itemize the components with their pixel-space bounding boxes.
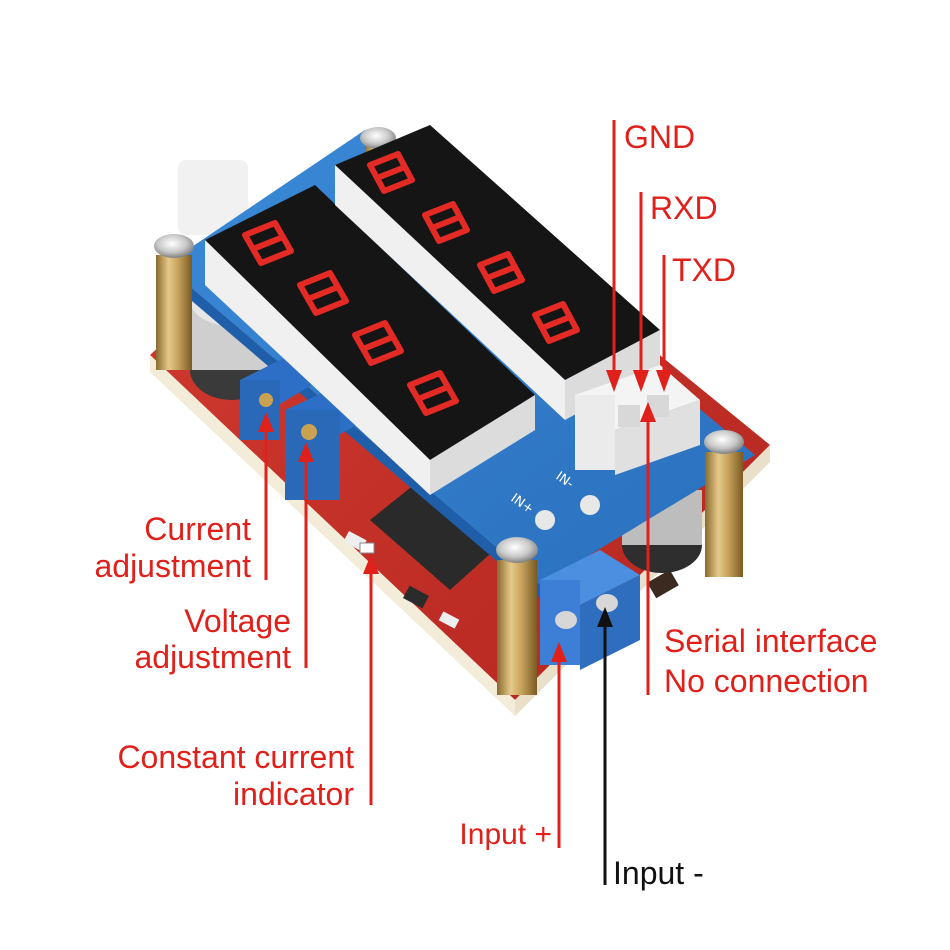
cc-indicator-led (359, 542, 375, 554)
label-voltage-adjustment-1: Voltage (184, 603, 291, 639)
inductor (370, 480, 500, 590)
label-cc-indicator-1: Constant current (117, 739, 354, 775)
display-left (205, 185, 535, 495)
label-input-plus: Input + (459, 818, 552, 851)
label-current-adjustment-2: adjustment (94, 548, 251, 584)
label-txd: TXD (672, 252, 736, 288)
label-no-connection: No connection (664, 663, 869, 699)
label-current-adjustment-1: Current (144, 511, 251, 547)
label-voltage-adjustment-2: adjustment (134, 639, 291, 675)
callout-lines (258, 120, 672, 848)
label-cc-indicator-2: indicator (233, 776, 354, 812)
callout-line-input-minus (597, 607, 613, 885)
standoff-front (496, 537, 538, 695)
label-serial-interface: Serial interface (664, 623, 877, 659)
standoff-right (704, 430, 744, 577)
mounting-hole (580, 495, 600, 515)
label-input-minus: Input - (613, 855, 704, 891)
white-component (178, 160, 248, 235)
standoff-left (154, 234, 194, 370)
label-rxd: RXD (650, 190, 718, 226)
serial-header (575, 365, 700, 475)
mounting-hole (535, 510, 555, 530)
label-gnd: GND (624, 119, 695, 155)
